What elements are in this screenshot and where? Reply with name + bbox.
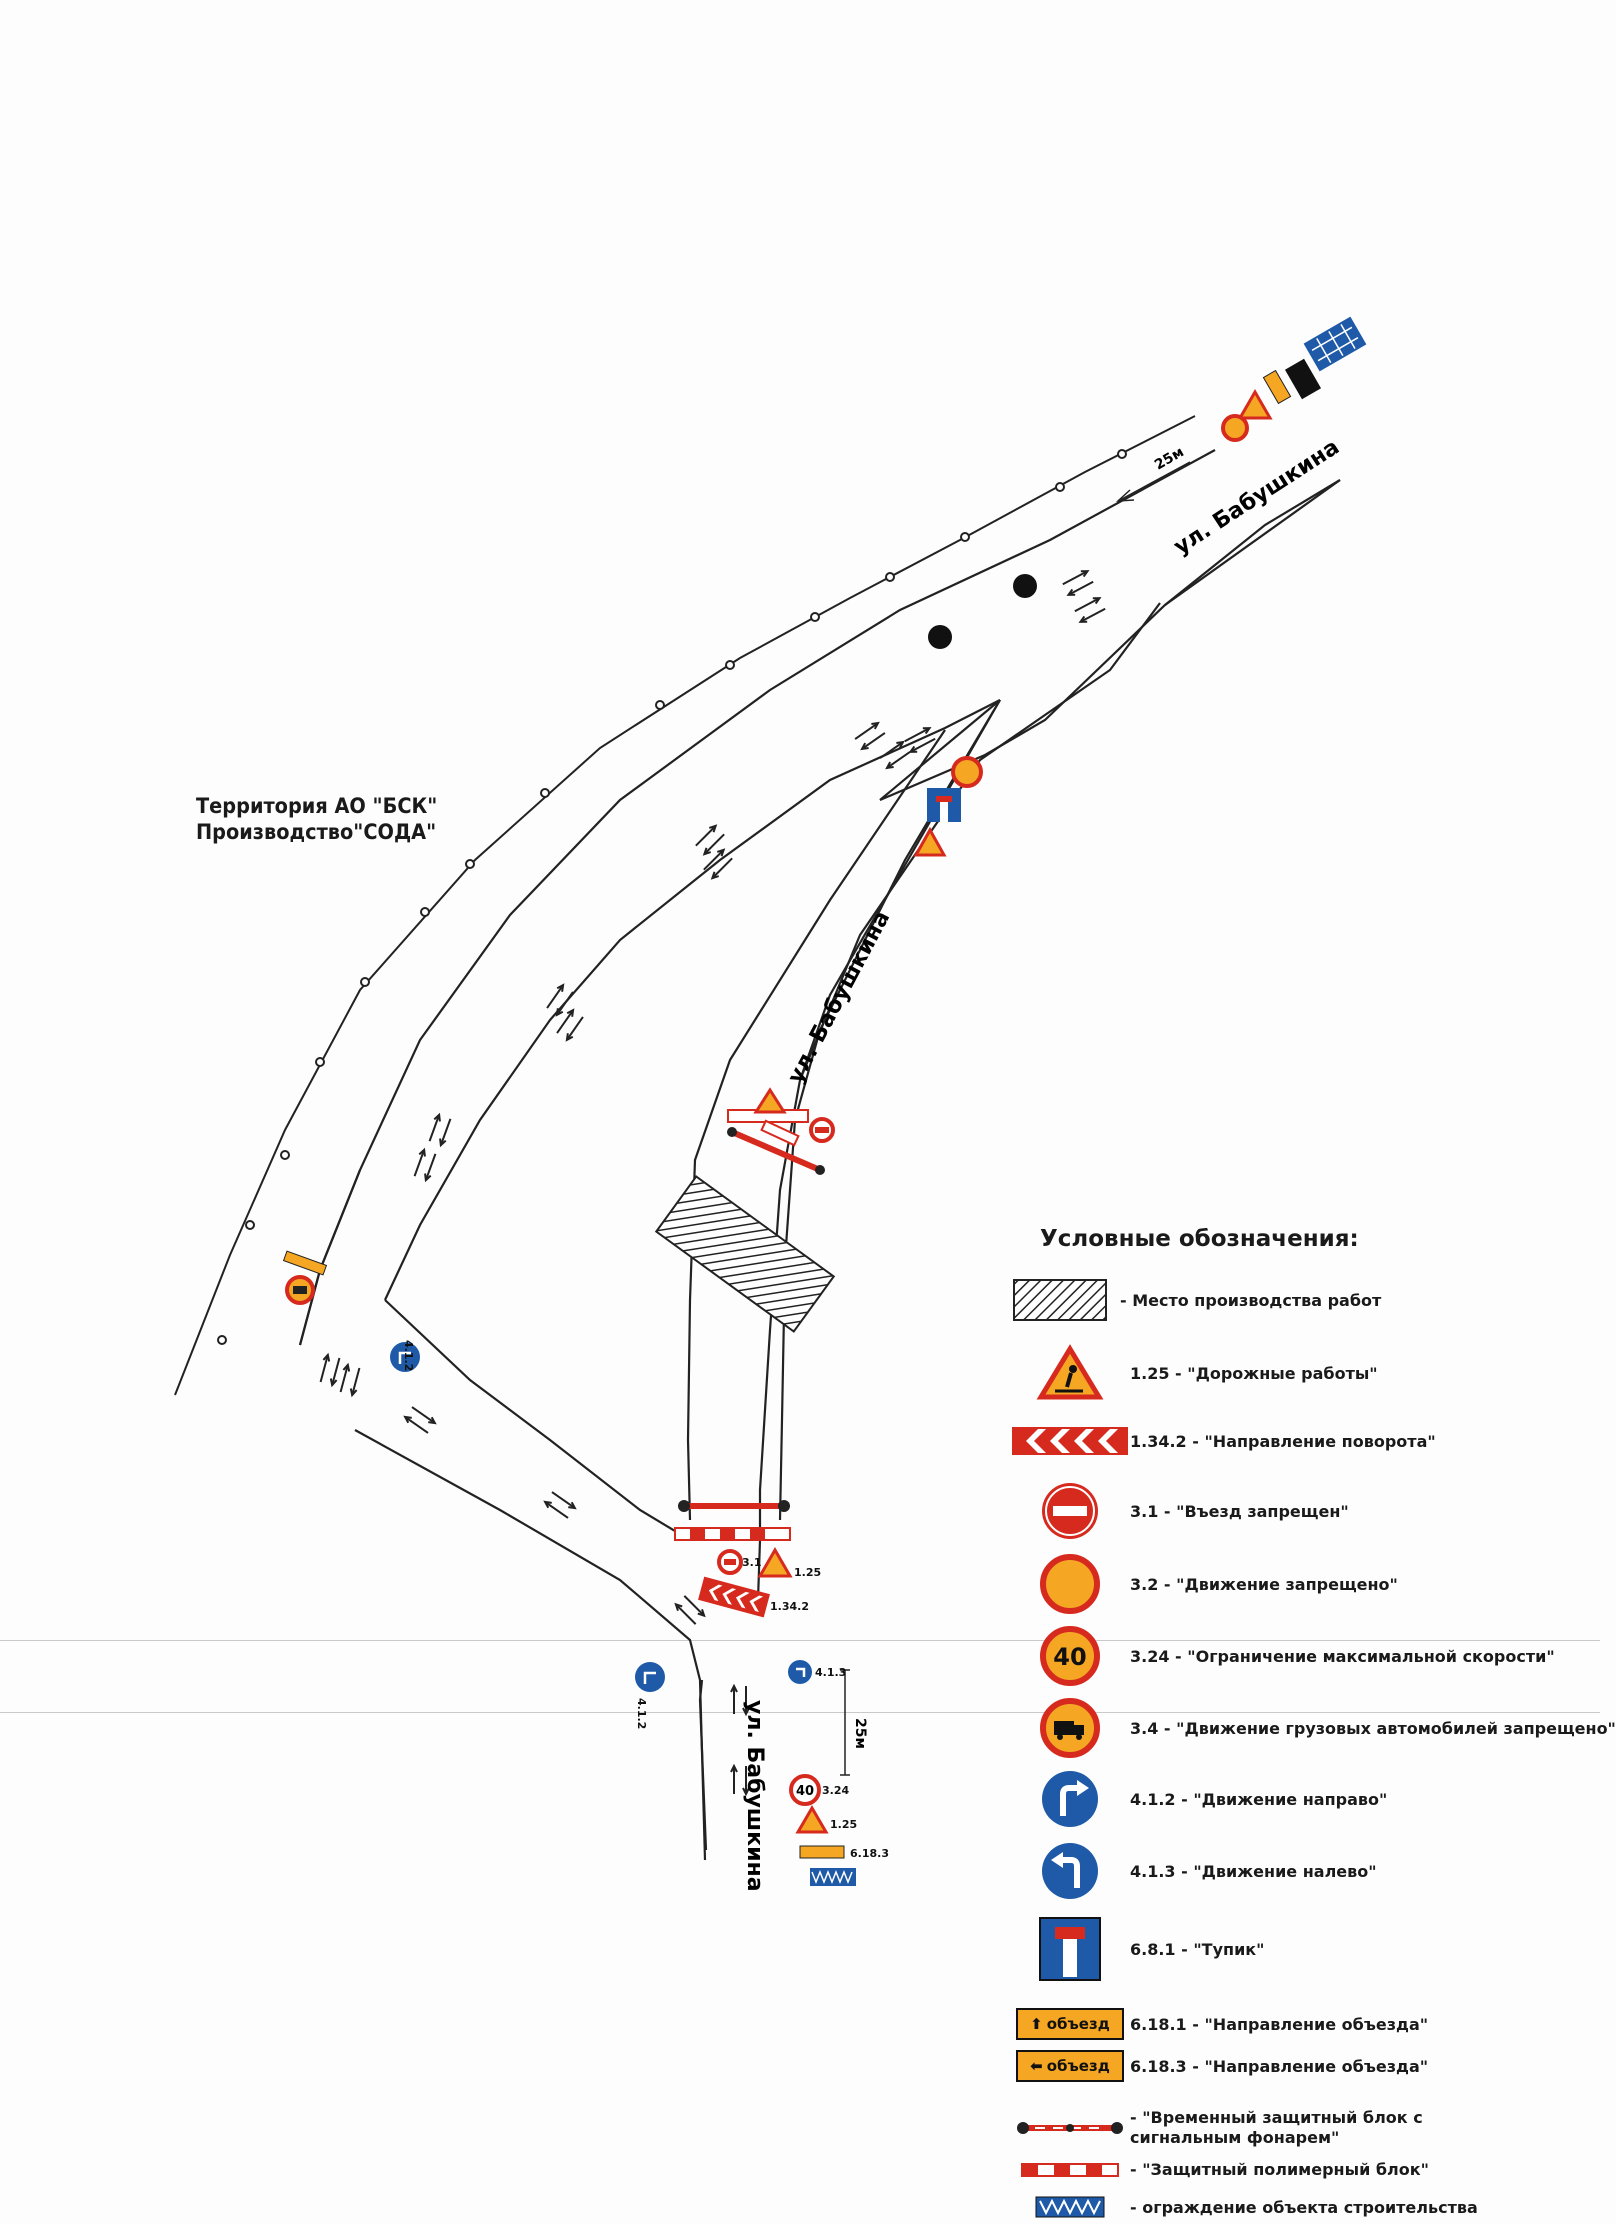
road-works-sign-icon (1010, 1344, 1130, 1401)
distance-top (1115, 461, 1191, 502)
legend-text: 1.25 - "Дорожные работы" (1130, 1363, 1378, 1383)
sign-cluster-lower: 40 (698, 1546, 856, 1886)
no-entry-sign-icon (1010, 1480, 1130, 1542)
legend-text: - ограждение объекта строительства (1130, 2197, 1478, 2217)
speed-limit-sign-icon: 40 (1010, 1625, 1130, 1687)
turn-left-sign-icon (1010, 1840, 1130, 1902)
legend-detour-up: ⬆объезд 6.18.1 - "Направление объезда" (1010, 2008, 1428, 2040)
legend-text: 6.18.1 - "Направление объезда" (1130, 2014, 1429, 2034)
territory-line-1: Территория АО "БСК" (196, 794, 438, 818)
legend-road-works: 1.25 - "Дорожные работы" (1010, 1344, 1378, 1401)
legend-speed-limit: 40 3.24 - "Ограничение максимальной скор… (1010, 1625, 1555, 1687)
work-zone (654, 1175, 836, 1333)
legend-no-trucks: 3.4 - "Движение грузовых автомобилей зап… (1010, 1697, 1616, 1759)
street-label-lower: ул. Бабушкина (742, 1700, 767, 1892)
code-6-18-3: 6.18.3 (850, 1847, 889, 1860)
legend-chevron: 1.34.2 - "Направление поворота" (1010, 1425, 1436, 1457)
code-1-25: 1.25 (794, 1566, 821, 1579)
turn-right-sign-icon (1010, 1768, 1130, 1830)
detour-left-sign-icon: ⬅объезд (1010, 2050, 1130, 2082)
code-4-1-2a: 4.1.2 (402, 1340, 415, 1371)
legend-work-zone: - Место производства работ (1000, 1276, 1381, 1324)
legend-no-traffic: 3.2 - "Движение запрещено" (1010, 1553, 1398, 1615)
sign-cluster-top (1221, 316, 1367, 442)
code-3-24: 3.24 (822, 1784, 849, 1797)
territory-label: Территория АО "БСК" Производство"СОДА" (196, 793, 437, 845)
work-zone-hatch-icon (1000, 1276, 1120, 1324)
legend-no-entry: 3.1 - "Въезд запрещен" (1010, 1480, 1349, 1542)
signal-lights (928, 574, 1037, 649)
no-traffic-sign-icon (1010, 1553, 1130, 1615)
legend-text: - "Временный защитный блок с сигнальным … (1130, 2108, 1423, 2147)
detour-sign-text: объезд (1046, 2015, 1110, 2033)
legend-fence: - ограждение объекта строительства (1010, 2196, 1478, 2218)
sign-cluster-left (282, 1250, 328, 1305)
fence-block-icon (1010, 2196, 1130, 2218)
code-1-34-2: 1.34.2 (770, 1600, 809, 1613)
legend-text: 1.34.2 - "Направление поворота" (1130, 1431, 1436, 1451)
legend-text: - Место производства работ (1120, 1290, 1382, 1310)
branch-barrier (727, 1087, 835, 1175)
barrier-lamp-block-icon (1010, 2118, 1130, 2138)
detour-sign-text: объезд (1046, 2057, 1110, 2075)
distance-label-lower: 25м (852, 1718, 868, 1749)
legend-text: 4.1.3 - "Движение налево" (1130, 1861, 1377, 1881)
detour-up-sign-icon: ⬆объезд (1010, 2008, 1130, 2040)
legend-text: 3.24 - "Ограничение максимальной скорост… (1130, 1646, 1555, 1666)
legend-text: 4.1.2 - "Движение направо" (1130, 1789, 1388, 1809)
speed-limit-value: 40 (1053, 1643, 1086, 1671)
code-4-1-2b: 4.1.2 (635, 1698, 648, 1729)
legend-text: 6.18.3 - "Направление объезда" (1130, 2056, 1429, 2076)
fence-line (174, 415, 1196, 1396)
street-label-branch: ул. Бабушкина (783, 907, 895, 1088)
code-1-25b: 1.25 (830, 1818, 857, 1831)
polymer-block-icon (1010, 2162, 1130, 2178)
lower-barriers (674, 1500, 791, 1541)
svg-text:40: 40 (796, 1784, 814, 1799)
legend-text: - "Защитный полимерный блок" (1130, 2160, 1429, 2179)
legend-turn-right: 4.1.2 - "Движение направо" (1010, 1768, 1387, 1830)
code-4-1-3: 4.1.3 (815, 1666, 846, 1679)
legend-turn-left: 4.1.3 - "Движение налево" (1010, 1840, 1377, 1902)
territory-line-2: Производство"СОДА" (196, 820, 437, 844)
legend-text: 3.1 - "Въезд запрещен" (1130, 1501, 1349, 1521)
legend-title: Условные обозначения: (1040, 1226, 1359, 1252)
legend-dead-end: 6.8.1 - "Тупик" (1010, 1917, 1264, 1981)
map-turn-signs (390, 1342, 665, 1692)
distance-lower (840, 1669, 850, 1776)
legend-text: 3.2 - "Движение запрещено" (1130, 1574, 1398, 1594)
legend-polymer-block: - "Защитный полимерный блок" (1010, 2160, 1429, 2179)
legend-detour-left: ⬅объезд 6.18.3 - "Направление объезда" (1010, 2050, 1428, 2082)
chevron-board-icon (1010, 1425, 1130, 1457)
dead-end-sign-icon (1010, 1917, 1130, 1981)
sign-cluster-branch (913, 756, 983, 857)
legend-barrier-lamp: - "Временный защитный блок с сигнальным … (1010, 2108, 1530, 2148)
street-label-top: ул. Бабушкина (1170, 435, 1344, 560)
legend-text: 3.4 - "Движение грузовых автомобилей зап… (1130, 1718, 1616, 1738)
legend-text: 6.8.1 - "Тупик" (1130, 1939, 1265, 1959)
code-3-1: 3.1 (742, 1556, 762, 1569)
no-trucks-sign-icon (1010, 1697, 1130, 1759)
